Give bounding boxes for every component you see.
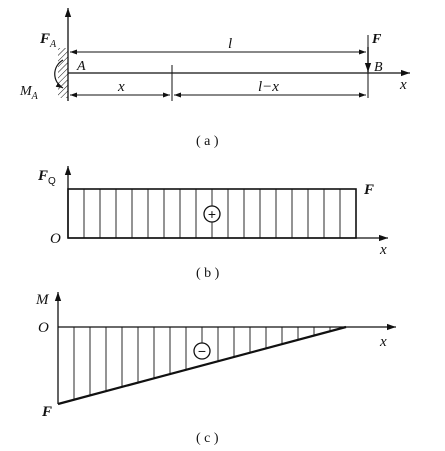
point-a-label: A	[76, 59, 86, 74]
figure-a: FA MA A B F l x l−x x ( a )	[19, 8, 410, 149]
moment-value-label: F	[41, 404, 52, 420]
shear-axis-label: FQ	[37, 168, 56, 187]
reaction-moment-arc	[54, 59, 64, 89]
positive-sign-circle	[203, 205, 221, 223]
axis-x-label-c: x	[379, 334, 387, 350]
shear-hatch-lines	[83, 189, 341, 238]
axis-x-label-b: x	[379, 242, 387, 258]
moment-hatch-lines	[73, 327, 331, 400]
caption-b: ( b )	[196, 266, 220, 281]
shear-value-label: F	[363, 182, 374, 198]
force-f-label: F	[371, 32, 382, 47]
point-b-label: B	[374, 60, 383, 75]
origin-b: O	[50, 231, 61, 247]
length-l-label: l	[228, 36, 232, 52]
fixed-wall-hatch	[58, 48, 68, 98]
negative-sign: −	[198, 343, 206, 359]
force-a-label: FA	[39, 31, 57, 50]
moment-a-label: MA	[19, 84, 39, 102]
caption-a: ( a )	[196, 134, 219, 149]
length-l-minus-x-label: l−x	[258, 79, 279, 95]
axis-x-label-a: x	[399, 77, 407, 93]
origin-c: O	[38, 320, 49, 336]
figure-b: + FQ O x F ( b )	[37, 166, 388, 281]
figure-c: − M O x F ( c )	[35, 292, 396, 446]
length-x-label: x	[117, 79, 125, 95]
positive-sign: +	[208, 206, 216, 222]
caption-c: ( c )	[196, 431, 219, 446]
negative-sign-circle	[193, 342, 211, 360]
moment-axis-label: M	[35, 292, 50, 308]
